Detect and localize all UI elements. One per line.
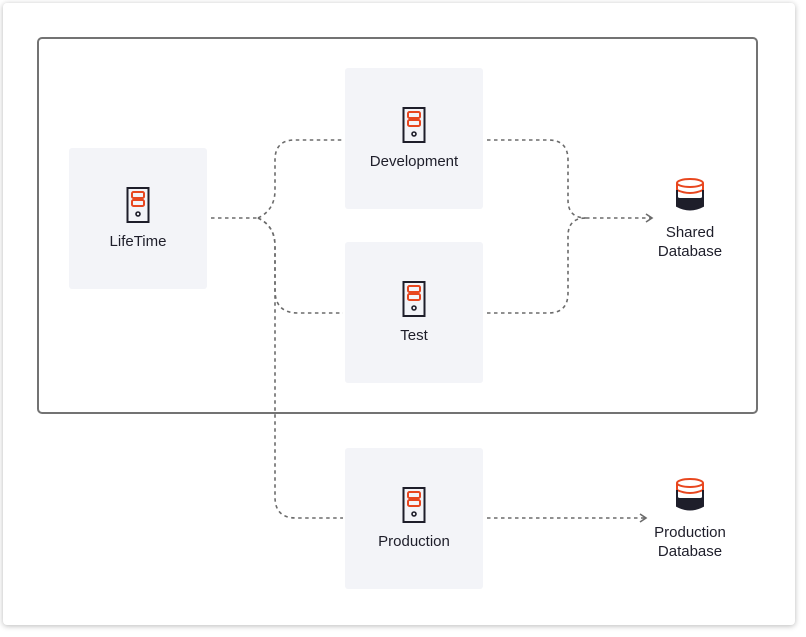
production-database-label: Production Database (635, 523, 745, 561)
production-database-label-line2: Database (657, 543, 723, 560)
development-to-shared-db-connector (487, 139, 587, 219)
lifetime-label: LifeTime (109, 233, 167, 250)
server-icon (402, 107, 426, 143)
production-node[interactable]: Production (345, 448, 483, 589)
database-icon (676, 178, 704, 211)
server-icon (126, 187, 150, 223)
test-to-shared-db-connector (487, 217, 587, 314)
development-node[interactable]: Development (345, 68, 483, 209)
non-production-group (37, 37, 758, 414)
server-icon (402, 487, 426, 523)
lifetime-node[interactable]: LifeTime (69, 148, 207, 289)
shared-database-label-line1: Shared (665, 224, 715, 241)
production-label: Production (378, 533, 450, 550)
test-label: Test (400, 327, 428, 344)
server-icon (402, 281, 426, 317)
to-test-connector (257, 217, 343, 314)
database-icon (676, 478, 704, 511)
shared-database-label-line2: Database (657, 243, 723, 260)
to-development-connector (257, 139, 343, 219)
production-database-label-line1: Production (654, 524, 726, 541)
test-node[interactable]: Test (345, 242, 483, 383)
shared-database-label: Shared Database (635, 223, 745, 261)
development-label: Development (369, 153, 459, 170)
to-production-connector (257, 217, 343, 519)
